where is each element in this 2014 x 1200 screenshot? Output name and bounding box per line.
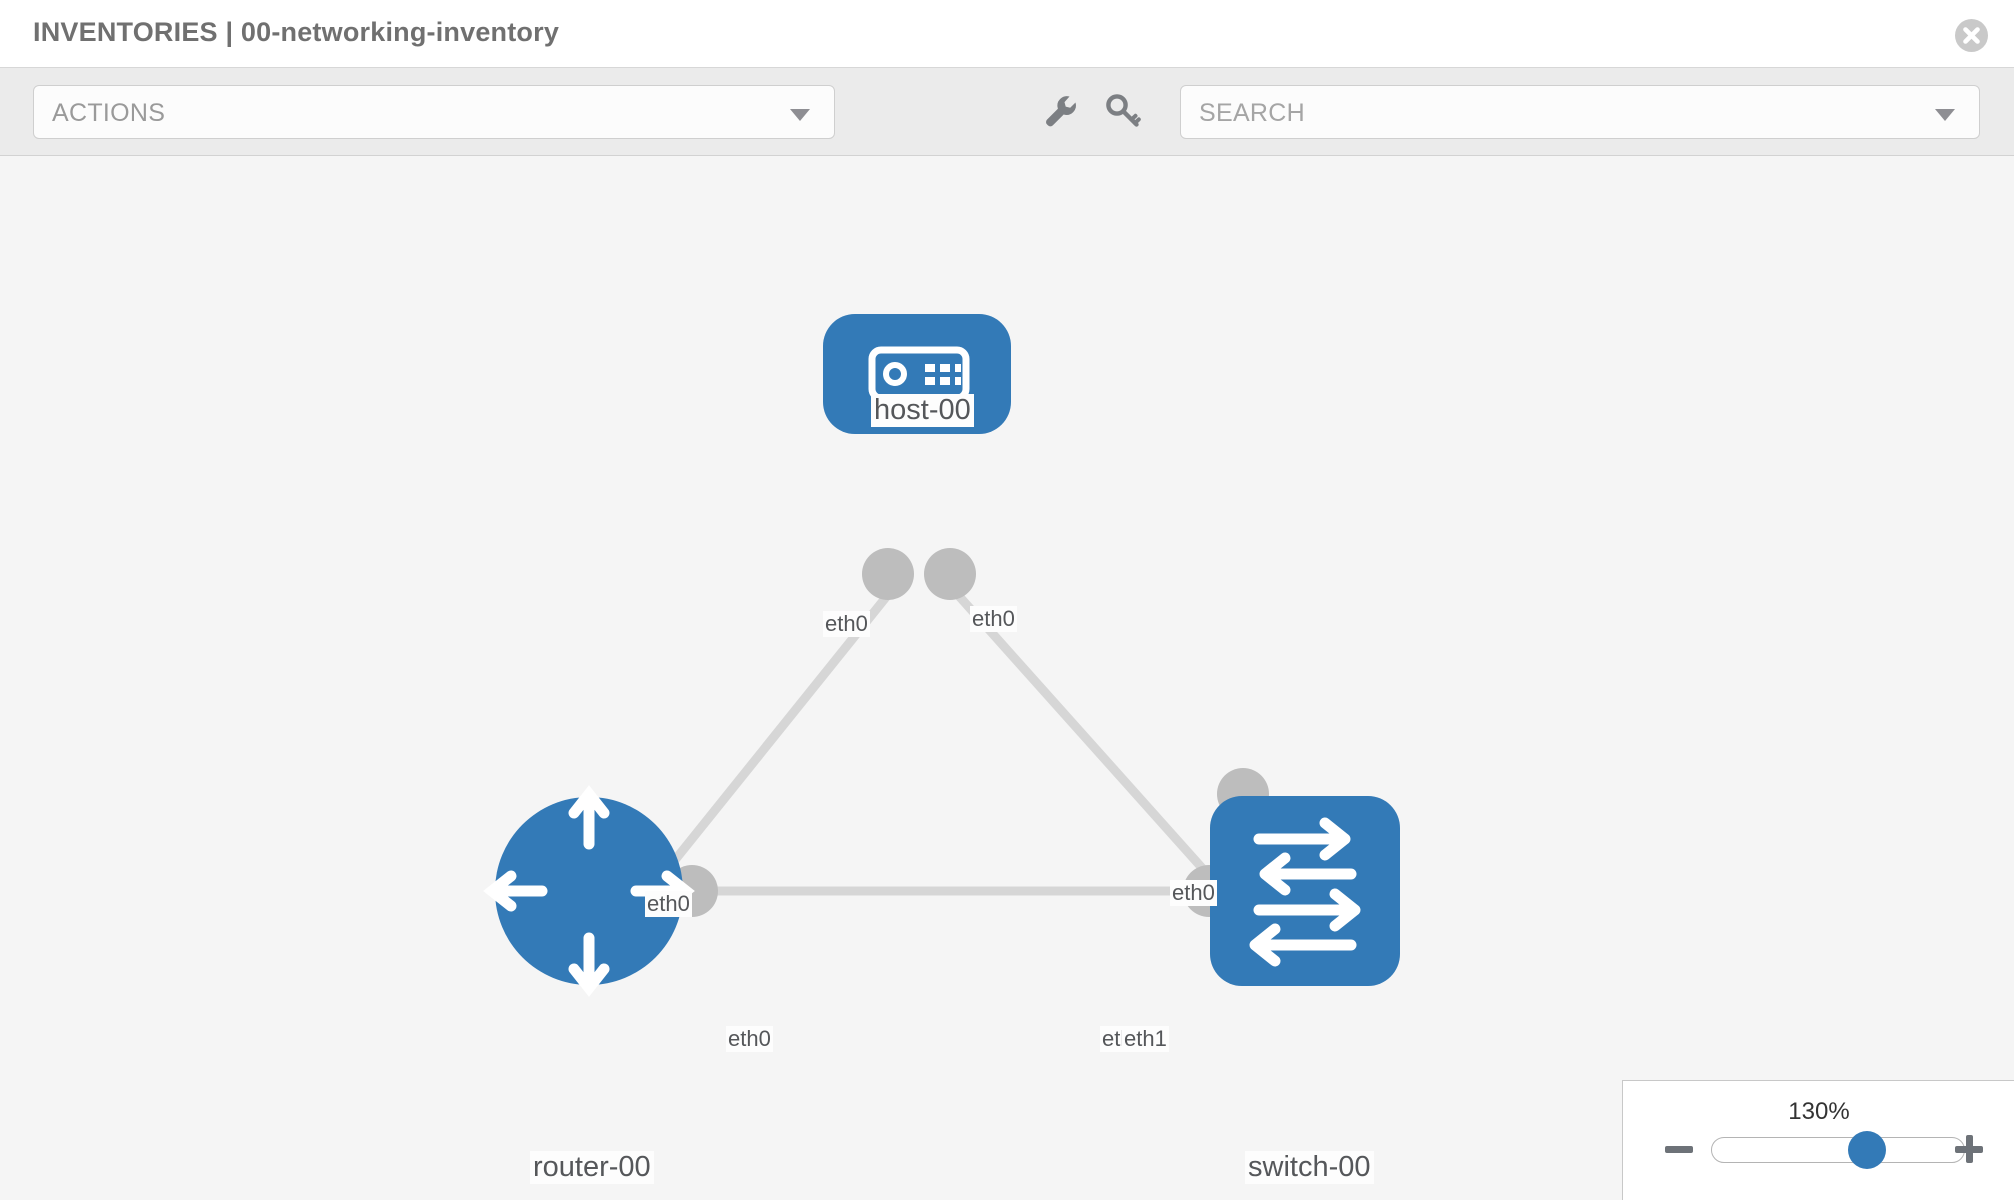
iface-label-host00-switch00: eth0 xyxy=(970,606,1017,632)
port-host00-eth0 xyxy=(862,548,914,600)
search-input[interactable]: SEARCH xyxy=(1180,85,1980,139)
switch-arrows-icon xyxy=(1249,817,1361,967)
zoom-control-panel: 130% xyxy=(1622,1080,2014,1200)
node-label-router-00: router-00 xyxy=(530,1151,654,1184)
toolbar: ACTIONS SEARCH xyxy=(0,68,2014,156)
topology-graph xyxy=(483,314,1400,997)
link-host00-switch00 xyxy=(946,583,1249,919)
page-header: INVENTORIES | 00-networking-inventory xyxy=(0,0,2014,68)
port-host00-eth0-b xyxy=(924,548,976,600)
zoom-level-value: 130% xyxy=(1788,1098,1850,1125)
actions-dropdown-label: ACTIONS xyxy=(52,99,166,127)
iface-label-router00-switch00: eth0 xyxy=(726,1026,773,1052)
close-icon[interactable] xyxy=(1955,19,1988,52)
switch-00-body xyxy=(1210,796,1400,986)
router-00-body xyxy=(495,797,683,985)
zoom-slider-handle[interactable] xyxy=(1848,1131,1886,1169)
node-label-switch-00: switch-00 xyxy=(1245,1151,1374,1184)
chevron-down-icon[interactable] xyxy=(1935,109,1955,121)
zoom-slider[interactable] xyxy=(1711,1131,1965,1169)
iface-label-switch00-host00: eth0 xyxy=(1170,880,1217,906)
key-icon[interactable] xyxy=(1100,88,1146,134)
wrench-icon[interactable] xyxy=(1038,88,1084,134)
iface-label-host00-router00: eth0 xyxy=(823,611,870,637)
plus-icon[interactable] xyxy=(1949,1129,1989,1169)
actions-dropdown[interactable]: ACTIONS xyxy=(33,85,835,139)
node-router-00 xyxy=(483,785,695,997)
iface-label-switch00-router00-b: eth1 xyxy=(1122,1026,1169,1052)
node-label-host-00: host-00 xyxy=(871,394,974,427)
search-placeholder: SEARCH xyxy=(1199,99,1305,127)
topology-canvas[interactable]: host-00 router-00 switch-00 eth0 eth0 et… xyxy=(0,156,2014,1200)
minus-icon[interactable] xyxy=(1659,1129,1699,1169)
node-switch-00 xyxy=(1210,796,1400,986)
page-title: INVENTORIES | 00-networking-inventory xyxy=(33,17,560,47)
chevron-down-icon xyxy=(790,109,810,121)
iface-label-router00-host00: eth0 xyxy=(645,891,692,917)
